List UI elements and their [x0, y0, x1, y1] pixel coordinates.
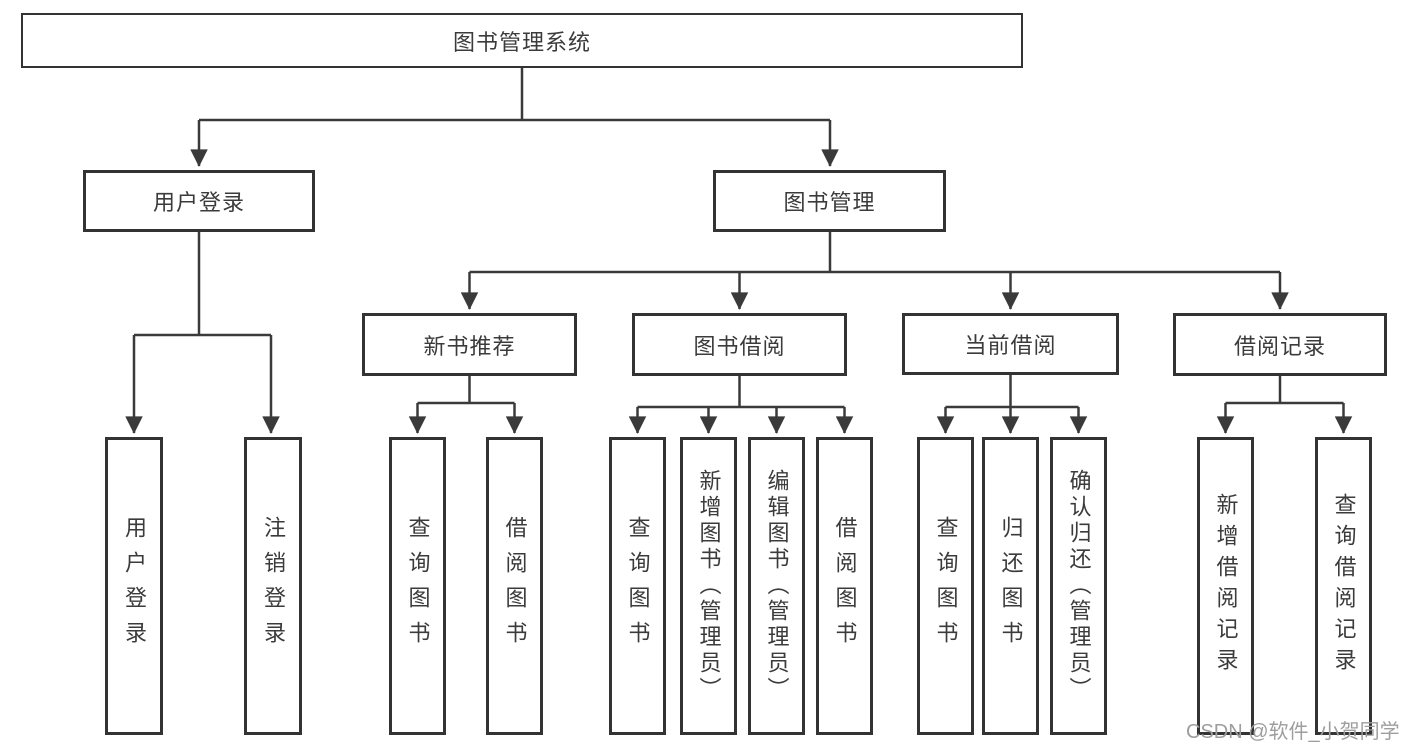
node-label: 查询借阅记录 — [1331, 493, 1357, 679]
node-label: 查询图书 — [933, 516, 959, 656]
node-label: 借阅记录 — [1233, 333, 1326, 359]
node-leaf-query-books-2: 查询图书 — [609, 437, 666, 735]
node-leaf-user-login: 用户登录 — [105, 437, 163, 735]
node-book-management: 图书管理 — [713, 170, 946, 232]
watermark-text: CSDN @软件_小贺同学 — [1186, 721, 1400, 743]
node-label: 确认归还（管理员） — [1066, 469, 1092, 703]
node-leaf-query-borrow-record: 查询借阅记录 — [1315, 437, 1372, 735]
node-borrowing-records: 借阅记录 — [1173, 313, 1387, 376]
node-label: 图书借阅 — [693, 333, 786, 359]
node-leaf-borrow-books-2: 借阅图书 — [816, 437, 873, 735]
node-leaf-confirm-return-admin: 确认归还（管理员） — [1050, 437, 1107, 735]
node-label: 图书管理系统 — [452, 29, 591, 55]
node-label: 用户登录 — [152, 190, 245, 215]
node-leaf-query-books-1: 查询图书 — [389, 437, 446, 735]
node-leaf-logout: 注销登录 — [244, 437, 302, 735]
node-leaf-add-book-admin: 新增图书（管理员） — [680, 437, 737, 735]
node-label: 用户登录 — [122, 516, 147, 656]
node-label: 图书管理 — [783, 190, 876, 215]
node-user-login: 用户登录 — [83, 170, 315, 232]
node-current-borrowing: 当前借阅 — [902, 313, 1119, 375]
node-label: 新增借阅记录 — [1213, 493, 1239, 679]
node-leaf-return-book: 归还图书 — [982, 437, 1039, 735]
node-label: 借阅图书 — [502, 516, 528, 656]
node-root-system: 图书管理系统 — [21, 13, 1023, 68]
node-label: 查询图书 — [405, 516, 431, 656]
node-label: 新书推荐 — [423, 333, 516, 359]
node-label: 当前借阅 — [964, 333, 1057, 358]
node-leaf-query-books-3: 查询图书 — [917, 437, 974, 735]
node-new-book-recommend: 新书推荐 — [362, 313, 577, 376]
node-leaf-edit-book-admin: 编辑图书（管理员） — [748, 437, 805, 735]
node-label: 归还图书 — [998, 516, 1024, 656]
node-label: 编辑图书（管理员） — [764, 469, 790, 703]
node-leaf-borrow-books-1: 借阅图书 — [486, 437, 543, 735]
node-label: 借阅图书 — [832, 516, 858, 656]
node-leaf-add-borrow-record: 新增借阅记录 — [1197, 437, 1254, 735]
node-label: 注销登录 — [261, 516, 286, 656]
node-label: 查询图书 — [625, 516, 651, 656]
node-label: 新增图书（管理员） — [696, 469, 722, 703]
node-book-borrowing: 图书借阅 — [632, 313, 847, 376]
